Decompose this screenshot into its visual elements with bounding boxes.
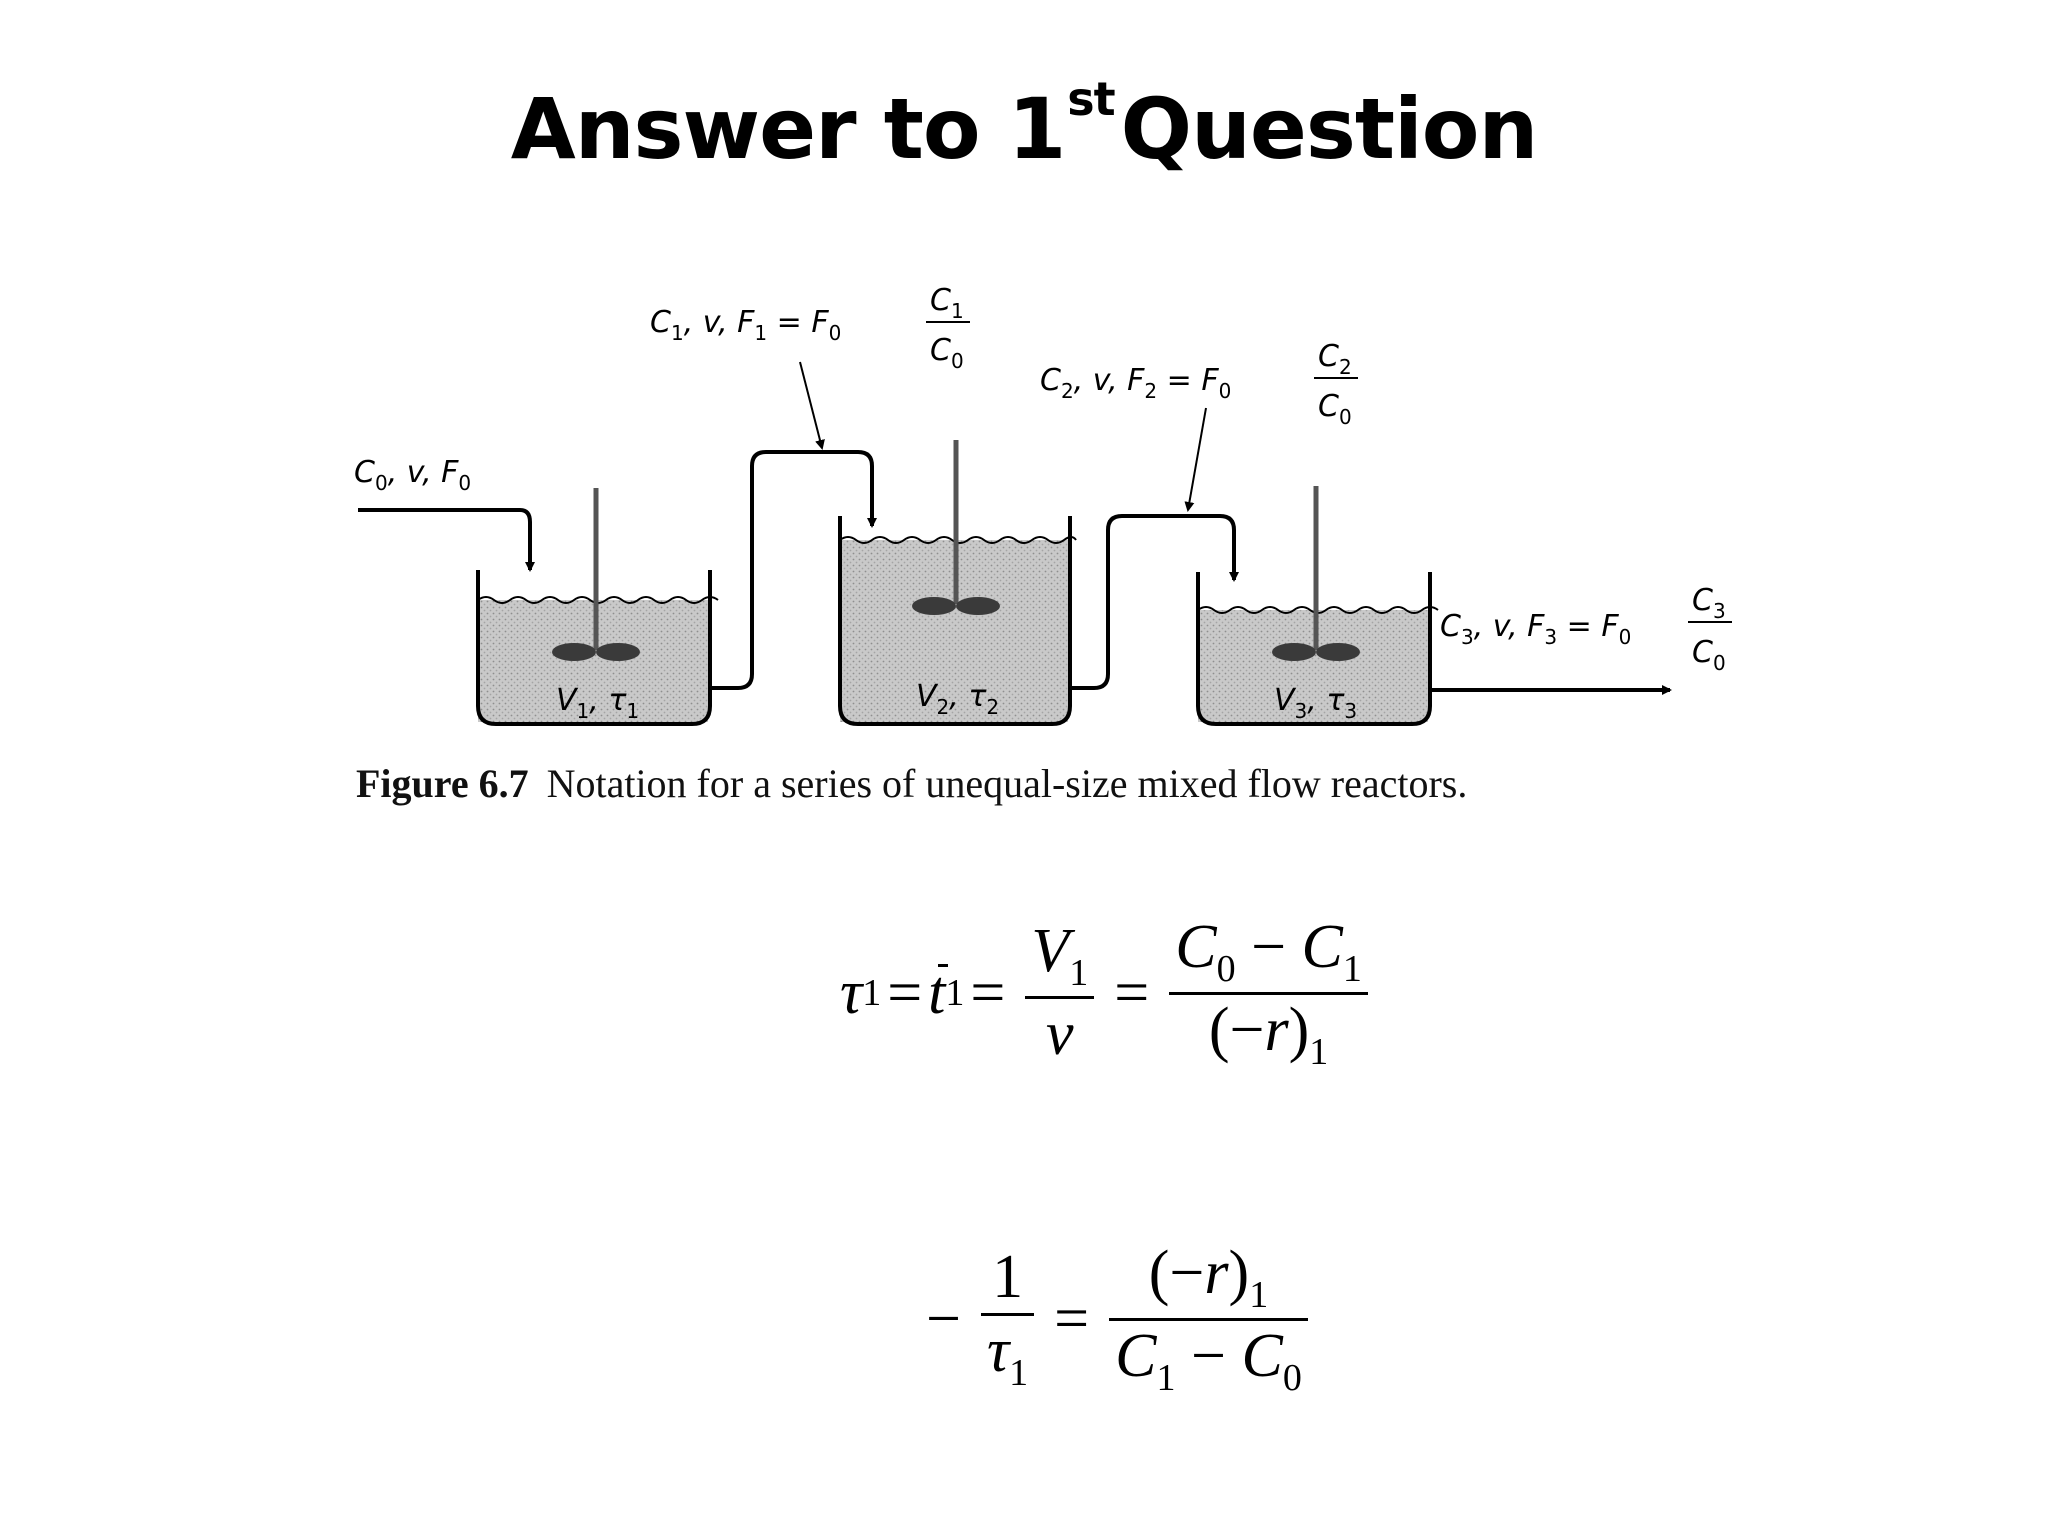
title-superscript: st: [1067, 72, 1115, 126]
figure-caption-text: Notation for a series of unequal-size mi…: [546, 761, 1468, 806]
svg-text:V3, τ3: V3, τ3: [1274, 683, 1357, 723]
connector-pipe-1: [710, 450, 877, 690]
svg-text:C0: C0: [1318, 389, 1352, 429]
stream-2-label: C2, v, F2 = F0 C2 C0: [1040, 339, 1358, 512]
reactor-2: V2, τ2: [838, 440, 1077, 726]
connector-pipe-2: [1070, 514, 1239, 690]
figure-caption-label: Figure 6.7: [356, 761, 529, 806]
svg-text:V2, τ2: V2, τ2: [916, 679, 999, 719]
reactor-3: V3, τ3: [1196, 486, 1439, 726]
figure-caption: Figure 6.7 Notation for a series of unequ…: [356, 760, 1467, 807]
svg-text:C2, v, F2 = F0: C2, v, F2 = F0: [1040, 363, 1231, 403]
svg-text:C0: C0: [930, 333, 964, 373]
reactor-series-diagram: C0, v, F0 V1, τ1 C1, v, F1 = F0 C1 C0: [354, 283, 1732, 726]
outlet-label: C3, v, F3 = F0 C3 C0: [1440, 583, 1732, 675]
slide-title: Answer to 1stQuestion: [0, 72, 2048, 178]
svg-text:C3: C3: [1692, 583, 1726, 623]
svg-text:C0: C0: [1692, 635, 1726, 675]
svg-text:C0, v, F0: C0, v, F0: [354, 455, 471, 495]
equation-reciprocal: − 1 τ1 = (−r)1 C1 − C0: [920, 1238, 1322, 1400]
title-main: Answer to 1: [510, 80, 1067, 178]
svg-text:C2: C2: [1318, 339, 1352, 379]
svg-text:C1, v, F1 = F0: C1, v, F1 = F0: [650, 305, 841, 345]
inlet-pipe: [358, 508, 535, 572]
title-tail: Question: [1120, 80, 1539, 178]
svg-text:V1, τ1: V1, τ1: [556, 683, 639, 723]
inlet-label: C0, v, F0: [354, 455, 471, 495]
svg-text:C1: C1: [930, 283, 964, 323]
stream-1-label: C1, v, F1 = F0 C1 C0: [650, 283, 970, 450]
reactor-1: V1, τ1: [476, 488, 719, 726]
svg-text:C3, v, F3 = F0: C3, v, F3 = F0: [1440, 609, 1631, 649]
